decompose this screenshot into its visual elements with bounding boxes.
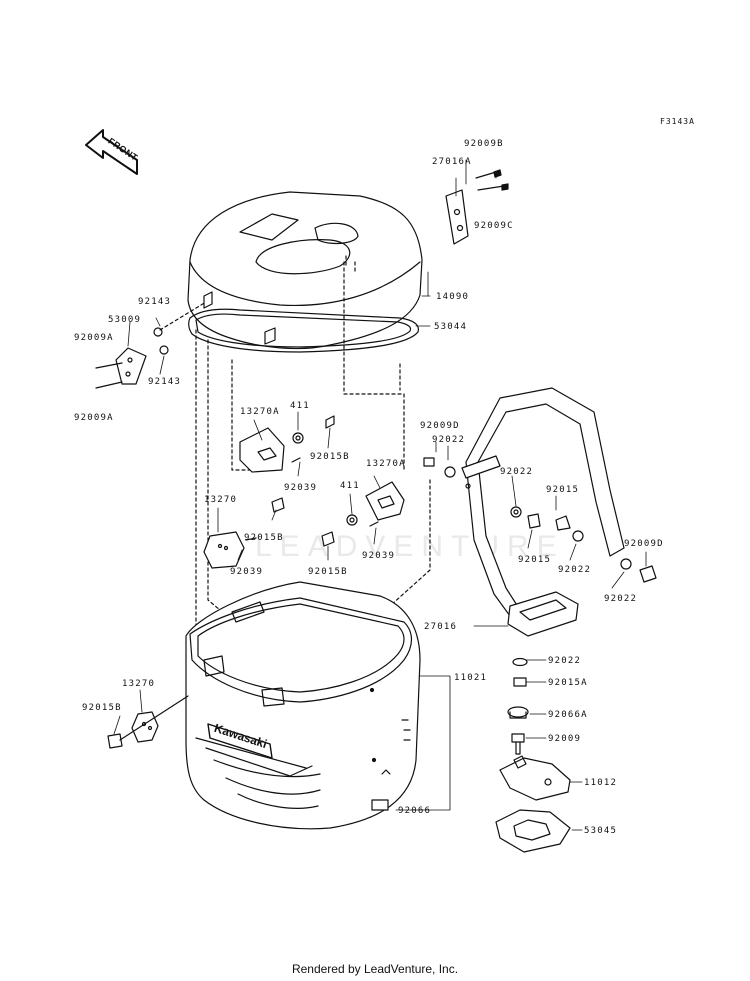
plate-13270-lower: [107, 695, 189, 749]
label-92015b-center: 92015B: [308, 567, 348, 577]
label-92066a: 92066A: [548, 710, 588, 720]
plate-13270-upper: [203, 497, 335, 569]
label-92039-left: 92039: [230, 567, 263, 577]
label-92015a: 92015A: [548, 678, 588, 688]
label-27016a: 27016A: [432, 157, 472, 167]
label-92009d-left: 92009D: [420, 421, 460, 431]
label-92022-top: 92022: [432, 435, 465, 445]
label-92066: 92066: [398, 806, 431, 816]
label-13270-upper: 13270: [204, 495, 237, 505]
grab-rail-part: [423, 387, 657, 617]
label-92022-lower: 92022: [558, 565, 591, 575]
label-92009c: 92009C: [474, 221, 514, 231]
seal-part: [188, 308, 419, 353]
label-92143-top: 92143: [138, 297, 171, 307]
footer-credit: Rendered by LeadVenture, Inc.: [291, 962, 459, 976]
label-92009d-right: 92009D: [624, 539, 664, 549]
ref-code-text: F3143A: [660, 117, 695, 126]
label-92015b-lower: 92015B: [82, 703, 122, 713]
label-92015b-mid: 92015B: [244, 533, 284, 543]
top-hinge-part: [445, 169, 509, 245]
label-13270-lower: 13270: [122, 679, 155, 689]
label-13270a-left: 13270A: [240, 407, 280, 417]
label-92143-bottom: 92143: [148, 377, 181, 387]
label-92039-right: 92039: [362, 551, 395, 561]
label-92015-bottom: 92015: [518, 555, 551, 565]
label-53044: 53044: [434, 322, 467, 332]
label-13270a-right: 13270A: [366, 459, 406, 469]
label-411-top: 411: [290, 401, 310, 411]
label-92009a-bottom: 92009A: [74, 413, 114, 423]
label-11021: 11021: [454, 673, 487, 683]
bracket-13270a-right: [346, 481, 405, 527]
label-92009a-top: 92009A: [74, 333, 114, 343]
label-14090: 14090: [436, 292, 469, 302]
bracket-13270a-left: [239, 415, 335, 473]
label-92039-top: 92039: [284, 483, 317, 493]
left-hinge-part: [95, 301, 207, 389]
label-92009b: 92009B: [464, 139, 504, 149]
label-411-bottom: 411: [340, 481, 360, 491]
label-92022-right: 92022: [604, 594, 637, 604]
case-body-part: [185, 581, 421, 830]
label-92015b-top: 92015B: [310, 452, 350, 462]
label-92022-mid: 92022: [500, 467, 533, 477]
label-53045: 53045: [584, 826, 617, 836]
lower-hinge-part: [507, 591, 579, 687]
watermark: LEADVENTURE: [255, 530, 565, 563]
label-92015-top: 92015: [546, 485, 579, 495]
label-92009: 92009: [548, 734, 581, 744]
lid-part: [187, 191, 423, 350]
mount-bracket-part: [495, 706, 571, 853]
label-27016: 27016: [424, 622, 457, 632]
front-arrow: [85, 129, 138, 175]
label-53009: 53009: [108, 315, 141, 325]
callout-lines: [113, 159, 647, 831]
label-11012: 11012: [584, 778, 617, 788]
label-92022-bottom: 92022: [548, 656, 581, 666]
